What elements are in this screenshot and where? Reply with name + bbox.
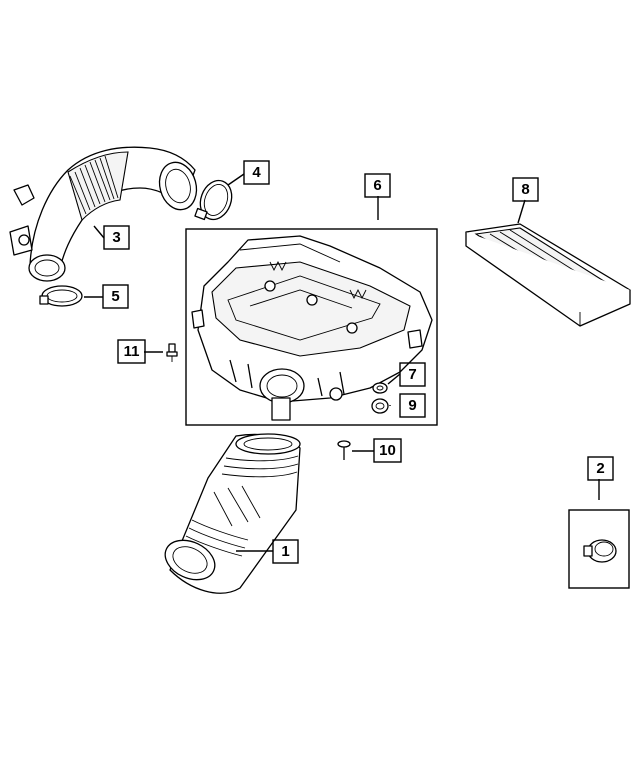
callout-1-label: 1	[281, 543, 289, 560]
callout-8: 8	[512, 177, 539, 202]
callout-6-label: 6	[373, 177, 381, 194]
callout-4: 4	[243, 160, 270, 185]
retaining-band	[583, 539, 617, 563]
grommet	[372, 382, 388, 394]
callout-5: 5	[102, 284, 129, 309]
callout-3-label: 3	[112, 229, 120, 246]
intake-hose-lower	[164, 433, 301, 594]
callout-9-label: 9	[408, 397, 416, 414]
callout-8-label: 8	[521, 181, 529, 198]
callout-10: 10	[373, 438, 402, 463]
callout-10-label: 10	[379, 442, 396, 459]
callout-11-label: 11	[124, 343, 140, 360]
air-cleaner-housing	[191, 235, 433, 421]
callout-9: 9	[399, 393, 426, 418]
callout-1: 1	[272, 539, 299, 564]
callout-2-label: 2	[596, 460, 604, 477]
callout-2: 2	[587, 456, 614, 481]
hose-clamp-lower	[39, 285, 83, 307]
mounting-bolt	[337, 440, 351, 460]
hose-clamp-upper	[194, 179, 233, 221]
small-bolt	[166, 343, 178, 362]
nut	[371, 398, 389, 414]
callout-6: 6	[364, 173, 391, 198]
callout-7: 7	[399, 362, 426, 387]
callout-7-label: 7	[408, 366, 416, 383]
callout-4-label: 4	[252, 164, 261, 181]
callout-3: 3	[103, 225, 130, 250]
leader-lines	[84, 173, 600, 552]
air-cleaner-frame	[185, 228, 438, 426]
callout-11: 11	[117, 339, 146, 364]
callout-5-label: 5	[111, 288, 119, 305]
part-2-frame	[568, 509, 630, 589]
air-filter-element	[465, 223, 631, 327]
intake-duct-upper	[9, 146, 198, 282]
